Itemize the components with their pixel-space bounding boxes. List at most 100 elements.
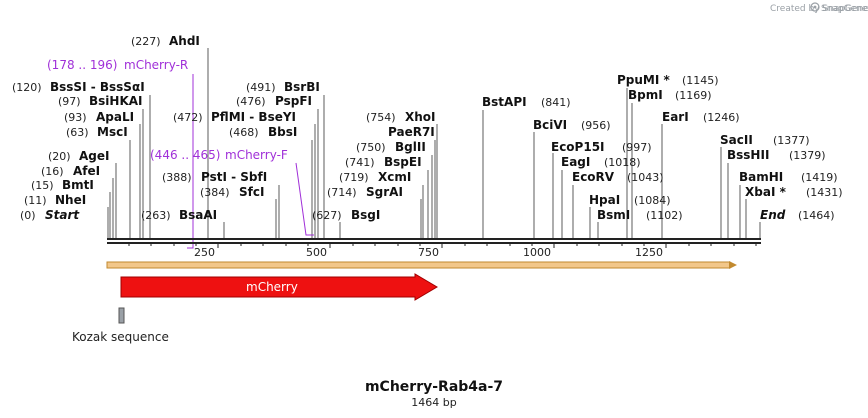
site-label-eagi[interactable]: EagI(1018) (561, 155, 641, 169)
site-label-bsihkai[interactable]: (97)BsiHKAI (58, 94, 143, 108)
svg-text:(627): (627) (312, 209, 342, 222)
mcherry-f-primer-line (295, 162, 314, 236)
svg-text:End: End (760, 208, 786, 222)
site-label-bbsi[interactable]: (468)BbsI (229, 125, 297, 139)
site-label-sfci[interactable]: (384) SfcI (200, 185, 264, 199)
svg-text:SgrAI: SgrAI (366, 185, 403, 199)
site-label-apali[interactable]: (93) ApaLI (64, 110, 134, 124)
svg-text:(841): (841) (541, 96, 571, 109)
site-label-bspei[interactable]: (741)BspEI (345, 155, 422, 169)
orf-arrow[interactable] (106, 261, 737, 269)
site-label-pflmi[interactable]: (472)PflMI - BseYI (173, 110, 296, 124)
svg-text:(491): (491) (246, 81, 276, 94)
site-label-sgrai[interactable]: (714)SgrAI (327, 185, 403, 199)
svg-text:PaeR7I: PaeR7I (388, 125, 435, 139)
site-label-psti[interactable]: (388) PstI - SbfI (162, 170, 267, 184)
sequence-line (107, 238, 761, 244)
site-label-bsrbi[interactable]: (491)BsrBI (246, 80, 320, 94)
site-label-bsshii[interactable]: BssHII (1379) (727, 148, 826, 162)
site-label-xcmi[interactable]: (719)XcmI (339, 170, 411, 184)
site-label-xbai[interactable]: XbaI *(1431) (745, 185, 843, 199)
kozak-feature[interactable] (118, 307, 125, 324)
svg-text:BsiHKAI: BsiHKAI (89, 94, 143, 108)
site-label-msci[interactable]: (63)MscI (66, 125, 128, 139)
kozak-feature-label: Kozak sequence (72, 330, 169, 344)
svg-text:BspEI: BspEI (384, 155, 422, 169)
svg-text:SacII: SacII (720, 133, 753, 147)
svg-text:ApaLI: ApaLI (96, 110, 134, 124)
svg-text:AfeI: AfeI (73, 164, 100, 178)
svg-text:BssHII: BssHII (727, 148, 769, 162)
mcherry-feature[interactable]: mCherry (120, 273, 438, 301)
map-length: 1464 bp (411, 396, 456, 409)
svg-text:BsgI: BsgI (351, 208, 380, 222)
svg-text:NheI: NheI (55, 193, 86, 207)
site-label-sacii[interactable]: SacII (1377) (720, 133, 810, 147)
site-label-bmti[interactable]: (15) BmtI (31, 178, 94, 192)
svg-text:EarI: EarI (662, 110, 689, 124)
svg-text:BamHI: BamHI (739, 170, 783, 184)
site-label-bsgi[interactable]: (627) BsgI (312, 208, 380, 222)
site-label-ecop15i[interactable]: EcoP15I(997) (551, 140, 652, 154)
site-label-bsssi[interactable]: (120) BssSI - BssSαI (12, 80, 145, 94)
tick-label-250: 250 (194, 246, 215, 259)
svg-text:BsaAI: BsaAI (179, 208, 217, 222)
site-label-nhei[interactable]: (11) NheI (24, 193, 86, 207)
svg-text:(1379): (1379) (789, 149, 826, 162)
svg-text:SfcI: SfcI (239, 185, 264, 199)
svg-text:(93): (93) (64, 111, 87, 124)
site-label-xhoi[interactable]: (754) XhoI (366, 110, 436, 124)
svg-text:BmtI: BmtI (62, 178, 94, 192)
svg-text:BpmI: BpmI (628, 88, 663, 102)
svg-text:(388): (388) (162, 171, 192, 184)
svg-text:(1377): (1377) (773, 134, 810, 147)
site-label-eari[interactable]: EarI(1246) (662, 110, 740, 124)
site-label-bamhi[interactable]: BamHI(1419) (739, 170, 838, 184)
svg-text:(384): (384) (200, 186, 230, 199)
svg-text:(178 .. 196): (178 .. 196) (47, 58, 117, 72)
site-label-agei[interactable]: (20) AgeI (48, 149, 109, 163)
svg-text:EcoRV: EcoRV (572, 170, 615, 184)
svg-text:BssSI - BssSαI: BssSI - BssSαI (50, 80, 145, 94)
site-label-ppumi[interactable]: PpuMI * (1145) (617, 73, 719, 87)
svg-text:(1145): (1145) (682, 74, 719, 87)
site-label-ecorv[interactable]: EcoRV(1043) (572, 170, 664, 184)
svg-text:(11): (11) (24, 194, 47, 207)
svg-text:(20): (20) (48, 150, 71, 163)
svg-text:PpuMI *: PpuMI * (617, 73, 671, 87)
svg-text:(754): (754) (366, 111, 396, 124)
svg-text:(63): (63) (66, 126, 89, 139)
site-label-hpai[interactable]: HpaI(1084) (589, 193, 671, 207)
primer-label-mcherry-r[interactable]: (178 .. 196)mCherry-R (47, 58, 188, 72)
site-label-ahdi[interactable]: (227)AhdI (131, 34, 200, 48)
svg-text:(15): (15) (31, 179, 54, 192)
tick-label-1250: 1250 (635, 246, 663, 259)
site-label-bglii[interactable]: (750)BglII (356, 140, 426, 154)
svg-text:(1464): (1464) (798, 209, 835, 222)
site-label-end[interactable]: End (1464) (760, 208, 835, 222)
svg-text:(16): (16) (41, 165, 64, 178)
site-label-paer7i[interactable]: PaeR7I (388, 125, 435, 139)
map-title: mCherry-Rab4a-7 (365, 379, 503, 395)
site-label-pspfi[interactable]: (476)PspFI (236, 94, 312, 108)
site-label-bcivi[interactable]: BciVI(956) (533, 118, 611, 132)
credit-brand: SnapGene (821, 4, 868, 14)
svg-text:(446 .. 465): (446 .. 465) (150, 148, 220, 162)
svg-text:(1169): (1169) (675, 89, 712, 102)
site-label-bstapi[interactable]: BstAPI(841) (482, 95, 571, 109)
svg-text:BbsI: BbsI (268, 125, 297, 139)
site-connectors (107, 48, 761, 238)
site-label-bsmi[interactable]: BsmI(1102) (597, 208, 683, 222)
svg-text:(120): (120) (12, 81, 42, 94)
site-label-start[interactable]: (0)Start (20, 208, 80, 222)
svg-text:AgeI: AgeI (79, 149, 109, 163)
site-label-bsaai[interactable]: (263)BsaAI (141, 208, 217, 222)
svg-text:(750): (750) (356, 141, 386, 154)
site-label-afei[interactable]: (16) AfeI (41, 164, 100, 178)
svg-text:PstI - SbfI: PstI - SbfI (201, 170, 267, 184)
svg-text:XhoI: XhoI (405, 110, 436, 124)
primer-label-mcherry-f[interactable]: (446 .. 465)mCherry-F (150, 148, 288, 162)
site-label-bpmi[interactable]: BpmI (1169) (628, 88, 712, 102)
svg-text:PspFI: PspFI (275, 94, 312, 108)
ruler-ticks (128, 243, 757, 248)
